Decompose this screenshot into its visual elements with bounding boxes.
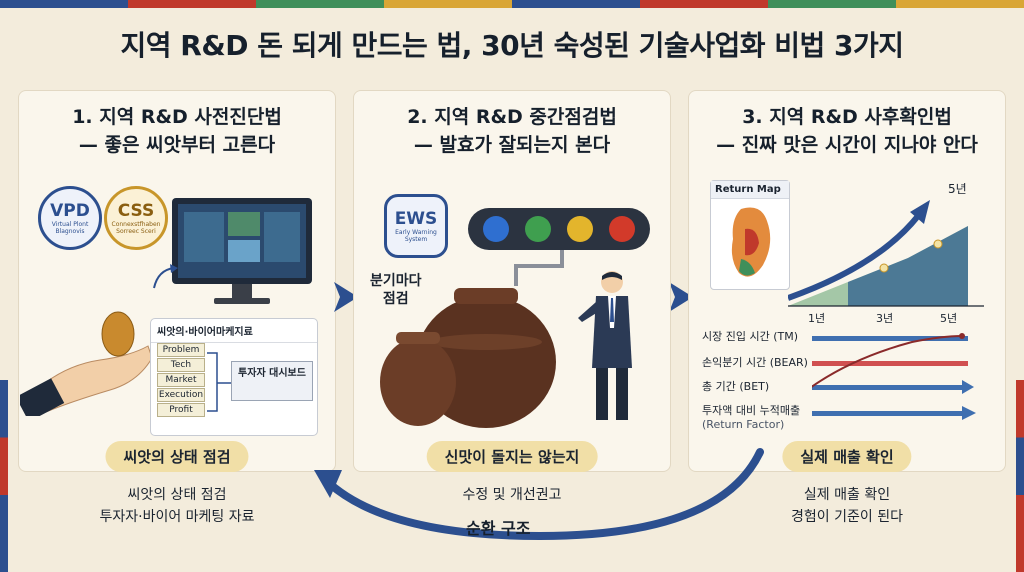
quarterly-check-note: 분기마다 점검 bbox=[370, 273, 422, 307]
metric-return-factor-sub: (Return Factor) bbox=[702, 418, 785, 431]
ews-badge: EWS Early Warning System bbox=[384, 194, 448, 258]
step-3-pill: 실제 매출 확인 bbox=[782, 441, 912, 472]
criteria-profit: Profit bbox=[157, 403, 205, 417]
bracket-connector-icon bbox=[207, 352, 231, 412]
seed-criteria-list: Problem Tech Market Execution Profit bbox=[157, 343, 205, 418]
korea-map-illustration bbox=[731, 207, 771, 277]
x-tick-1: 1년 bbox=[808, 312, 826, 325]
flow-arrow-1-icon bbox=[334, 282, 358, 312]
criteria-problem: Problem bbox=[157, 343, 205, 357]
x-tick-5: 5년 bbox=[940, 312, 958, 325]
step-2-title: 2. 지역 R&D 중간점검법 — 발효가 잘되는지 본다 bbox=[407, 106, 617, 156]
left-color-stripe bbox=[0, 380, 8, 572]
metric-bars bbox=[812, 333, 976, 420]
step-1-title: 1. 지역 R&D 사전진단법 — 좋은 씨앗부터 고른다 bbox=[72, 106, 282, 156]
metric-bear-label: 손익분기 시간 (BEAR) bbox=[702, 356, 808, 369]
return-growth-chart bbox=[788, 200, 984, 307]
traffic-light-illustration bbox=[468, 208, 650, 250]
return-map-card: Return Map bbox=[710, 180, 790, 290]
monitor-illustration bbox=[172, 198, 312, 304]
flow-arrow-2-icon bbox=[669, 282, 693, 312]
right-color-stripe bbox=[1016, 380, 1024, 572]
metric-return-factor-label: 투자액 대비 누적매출 bbox=[702, 404, 801, 417]
metric-tm-label: 시장 진입 시간 (TM) bbox=[702, 330, 799, 343]
fermentation-jars-illustration bbox=[380, 288, 556, 428]
metric-bet-label: 총 기간 (BET) bbox=[702, 380, 770, 393]
criteria-tech: Tech bbox=[157, 358, 205, 372]
vpd-badge: VPD Virtual Plont Blagnovis bbox=[38, 186, 102, 250]
return-map-title: Return Map bbox=[711, 181, 789, 199]
seed-data-card: 씨앗의·바이어마케지료 Problem Tech Market Executio… bbox=[150, 318, 318, 436]
page-title: 지역 R&D 돈 되게 만드는 법, 30년 숙성된 기술사업화 비법 3가지 bbox=[120, 29, 904, 62]
inspector-person-illustration bbox=[578, 271, 632, 420]
step-1-caption: 씨앗의 상태 점검 투자자·바이어 마케팅 자료 bbox=[99, 487, 255, 525]
criteria-execution: Execution bbox=[157, 388, 205, 402]
top-color-stripe bbox=[0, 0, 1024, 8]
cycle-structure-label: 순환 구조 bbox=[466, 519, 531, 538]
curved-arrow-icon bbox=[153, 264, 178, 289]
chart-peak-label: 5년 bbox=[948, 182, 967, 196]
seed-card-title: 씨앗의·바이어마케지료 bbox=[151, 319, 317, 343]
step-2-pill: 신맛이 돌지는 않는지 bbox=[426, 441, 598, 472]
css-badge: CSS Connexstfhaben Sorreec Sceri bbox=[104, 186, 168, 250]
step-1-pill: 씨앗의 상태 점검 bbox=[105, 441, 249, 472]
criteria-market: Market bbox=[157, 373, 205, 387]
hand-holding-seed-illustration bbox=[20, 311, 153, 416]
step-2-caption: 수정 및 개선권고 bbox=[462, 487, 562, 503]
pipe-connector bbox=[514, 250, 564, 286]
step-3-caption: 실제 매출 확인 경험이 기준이 된다 bbox=[791, 487, 903, 525]
cycle-arrow bbox=[314, 448, 764, 541]
step-3-title: 3. 지역 R&D 사후확인법 — 진짜 맛은 시간이 지나야 안다 bbox=[716, 106, 978, 156]
investor-dashboard-box: 투자자 대시보드 bbox=[231, 361, 313, 401]
x-tick-3: 3년 bbox=[876, 312, 894, 325]
